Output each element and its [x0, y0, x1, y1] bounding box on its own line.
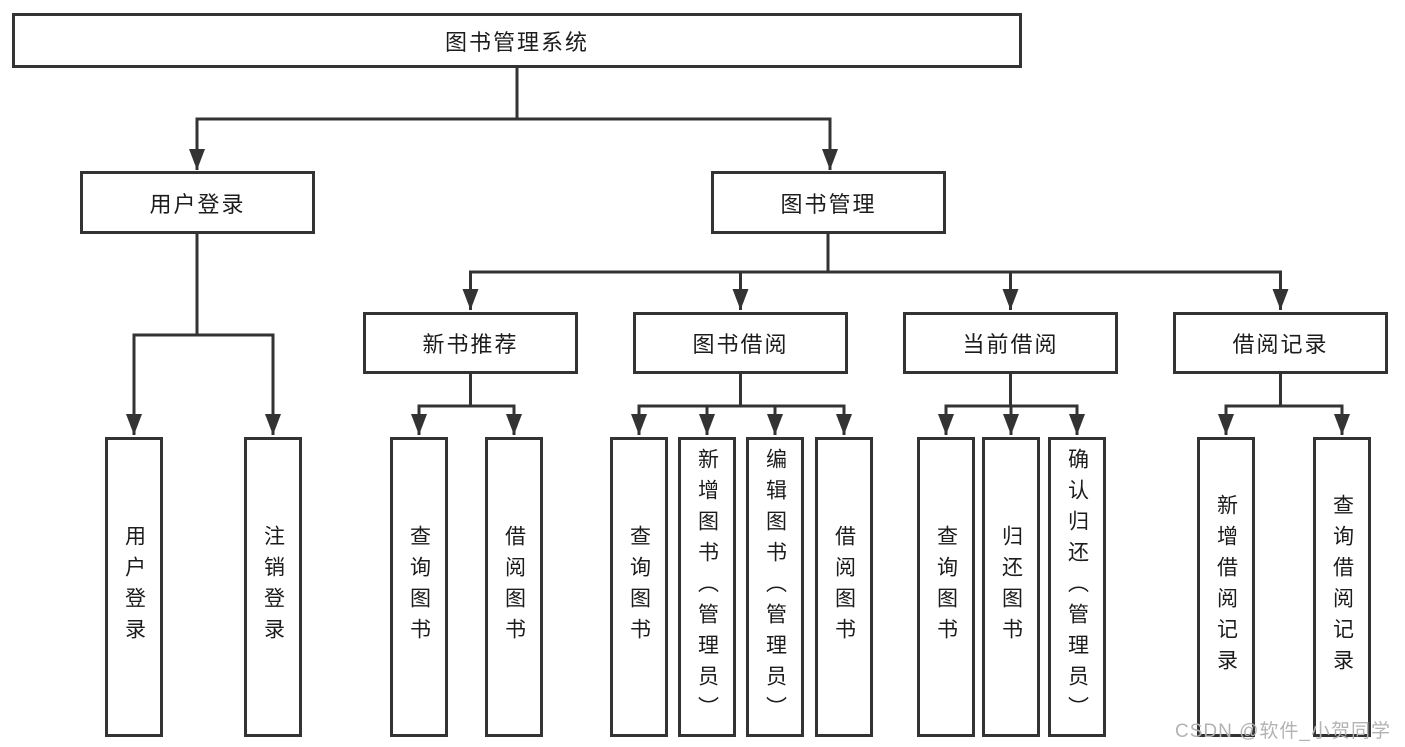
- node-label: 归还图书: [999, 525, 1023, 649]
- node-label: 查询借阅记录: [1330, 494, 1354, 680]
- node-label: 查询图书: [934, 525, 958, 649]
- node-leaf-borrow-books-borrowing: 借阅图书: [815, 437, 873, 737]
- node-leaf-query-books-recommend: 查询图书: [390, 437, 448, 737]
- node-user-login: 用户登录: [80, 171, 315, 234]
- node-label: 新增图书（管理员）: [695, 447, 719, 727]
- node-label: 查询图书: [407, 525, 431, 649]
- node-leaf-query-books-current: 查询图书: [917, 437, 975, 737]
- node-label: 编辑图书（管理员）: [763, 447, 787, 727]
- node-root-library-system: 图书管理系统: [12, 13, 1022, 68]
- node-label: 借阅记录: [1232, 332, 1329, 357]
- node-book-management: 图书管理: [711, 171, 946, 234]
- node-leaf-query-books-borrowing: 查询图书: [610, 437, 668, 737]
- node-new-book-recommend: 新书推荐: [363, 312, 578, 374]
- csdn-watermark: CSDN @软件_小贺同学: [1175, 721, 1391, 742]
- node-label: 新书推荐: [422, 332, 519, 357]
- node-leaf-borrow-books-recommend: 借阅图书: [485, 437, 543, 737]
- node-label: 借阅图书: [502, 525, 526, 649]
- node-label: 图书管理: [780, 191, 877, 217]
- node-leaf-query-borrow-record: 查询借阅记录: [1313, 437, 1371, 737]
- node-label: 当前借阅: [962, 332, 1059, 357]
- node-current-borrowing: 当前借阅: [903, 312, 1118, 374]
- node-leaf-add-book-admin: 新增图书（管理员）: [678, 437, 736, 737]
- node-leaf-user-login: 用户登录: [105, 437, 163, 737]
- node-label: 查询图书: [627, 525, 651, 649]
- node-label: 图书借阅: [692, 332, 789, 357]
- node-leaf-edit-book-admin: 编辑图书（管理员）: [746, 437, 804, 737]
- node-label: 图书管理系统: [444, 29, 589, 55]
- node-borrowing-records: 借阅记录: [1173, 312, 1388, 374]
- node-book-borrowing: 图书借阅: [633, 312, 848, 374]
- node-label: 新增借阅记录: [1214, 494, 1238, 680]
- node-label: 用户登录: [149, 191, 246, 217]
- node-label: 用户登录: [122, 525, 146, 649]
- node-label: 注销登录: [261, 525, 285, 649]
- node-leaf-return-book: 归还图书: [982, 437, 1040, 737]
- node-leaf-logout: 注销登录: [244, 437, 302, 737]
- node-leaf-add-borrow-record: 新增借阅记录: [1197, 437, 1255, 737]
- node-leaf-confirm-return-admin: 确认归还（管理员）: [1048, 437, 1106, 737]
- node-label: 借阅图书: [832, 525, 856, 649]
- node-label: 确认归还（管理员）: [1065, 447, 1089, 727]
